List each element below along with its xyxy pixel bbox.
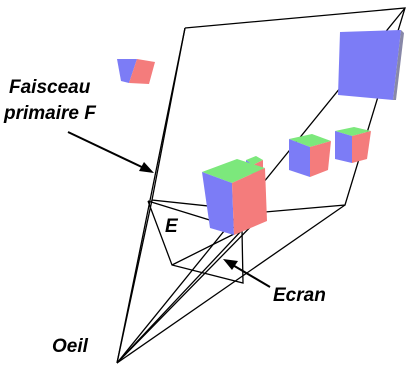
far-plane xyxy=(151,7,406,213)
beam-arrow xyxy=(67,131,147,170)
screen-label: Ecran xyxy=(273,285,326,306)
eye-label: Oeil xyxy=(52,336,89,357)
cube-mid-right xyxy=(335,127,371,163)
cube-large-far xyxy=(338,30,404,100)
beam-label-line2: primaire F xyxy=(3,103,97,124)
screen-arrow xyxy=(230,263,271,288)
ray-eye-far-bottom-mid xyxy=(116,211,266,364)
cube-large-front xyxy=(202,159,267,235)
ray-eye-screen-center xyxy=(116,229,243,364)
ray-eye-far-left xyxy=(116,199,153,364)
ray-eye-far-bottom-right xyxy=(116,204,346,364)
cube-small-floating xyxy=(117,59,155,84)
beam-label-line1: Faisceau xyxy=(9,77,91,98)
e-label: E xyxy=(165,216,179,237)
cube-mid xyxy=(289,134,331,177)
screen-arrowhead xyxy=(223,259,238,270)
beam-arrowhead xyxy=(139,162,154,173)
screen-diagonal xyxy=(171,229,243,266)
pointer-arrows xyxy=(67,131,271,288)
